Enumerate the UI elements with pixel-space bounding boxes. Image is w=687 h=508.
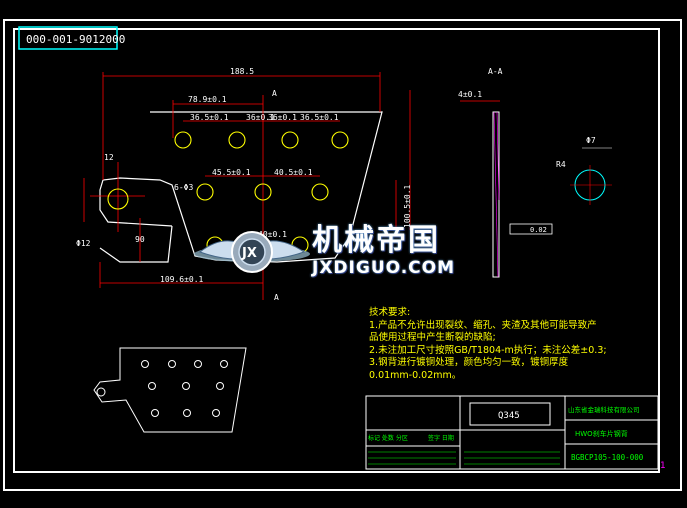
drawing-border-inner [13,28,660,473]
section-view: A-A 4±0.1 0.02 [458,67,553,278]
tech-line: 1.产品不允许出现裂纹、缩孔、夹渣及其他可能导致产 [369,319,597,331]
logo-letters: JX [241,246,257,261]
flatness-value: 0.02 [530,226,547,234]
watermark-logo: JX [194,231,310,273]
dim-6phi3: 6-Φ3 [174,183,193,192]
dim-109: 109.6±0.1 [160,275,204,284]
code-tag-text: 000-001-9012000 [26,33,125,46]
hole [228,131,246,149]
dim-36-5b: 36.5±0.1 [300,113,339,122]
dim-phi12: Φ12 [76,239,91,248]
title-material: Q345 [498,411,520,421]
dim-78: 78.9±0.1 [188,95,227,104]
dim-40-2: 40±0.1 [258,230,287,239]
tech-line: 品使用过程中产生断裂的缺陷; [369,332,496,343]
title-company: 山东省金瑞科技有限公司 [568,405,640,414]
detail-r4: R4 [556,160,566,169]
hole [196,183,214,201]
cut-a-top: A [272,89,277,98]
tech-line: 0.01mm-0.02mm。 [369,369,462,381]
dim-90: 90 [135,235,145,244]
title-block [365,395,659,470]
hole [311,183,329,201]
code-tag-box [18,26,118,50]
hole [174,131,192,149]
dim-45-5: 45.5±0.1 [212,168,251,177]
title-page-mark: 1 [660,461,666,471]
hole [281,131,299,149]
dim-36a: 36±0.1 [246,113,275,122]
detail-view [570,147,612,205]
dimension-texts: 188.5 78.9±0.1 36.5±0.1 36±0.1 36±0.1 36… [76,67,412,302]
cut-a-bottom: A [274,293,279,302]
technical-requirements: 技术要求: 1.产品不允许出现裂纹、缩孔、夹渣及其他可能导致产 品使用过程中产生… [369,307,659,382]
hole [331,131,349,149]
title-drawing-no: BGBCP105-100-000 [571,453,644,462]
plan-view-holes [141,360,228,417]
dim-12: 12 [104,153,114,162]
dim-4: 4±0.1 [458,90,482,99]
title-part-name: HWO刹车片钢背 [575,429,628,438]
main-view [99,111,383,263]
plan-view [93,347,247,433]
title-block-rows [368,451,560,465]
dim-40-5: 40.5±0.1 [274,168,313,177]
plate-lower-left [99,225,173,263]
plate-outline [99,111,383,263]
tech-line: 2.未注加工尺寸按照GB/T1804-m执行；未注公差±0.3; [369,344,607,356]
drawing-border-outer [3,19,682,491]
title-sheet-labels: 标记 处数 分区 [368,434,408,442]
title-scale-labels: 签字 日期 [428,434,454,442]
detail-phi: Φ7 [586,136,596,145]
flatness-frame [509,223,553,235]
hole [254,183,272,201]
watermark-url: JXDIGUO.COM [312,258,456,278]
watermark-name: 机械帝国 [312,223,440,258]
dim-100: 100.5±0.1 [403,184,412,228]
dim-36-5a: 36.5±0.1 [190,113,229,122]
tech-title: 技术要求: [369,307,411,318]
lug-hole [107,188,129,210]
dim-36b: 36±0.1 [268,113,297,122]
dim-overall: 188.5 [230,67,254,76]
watermark-text: 机械帝国 JXDIGUO.COM [312,223,490,279]
tech-line: 3.钢背进行镀铜处理，颜色均匀一致，镀铜厚度 [369,357,569,368]
section-label: A-A [488,67,503,76]
